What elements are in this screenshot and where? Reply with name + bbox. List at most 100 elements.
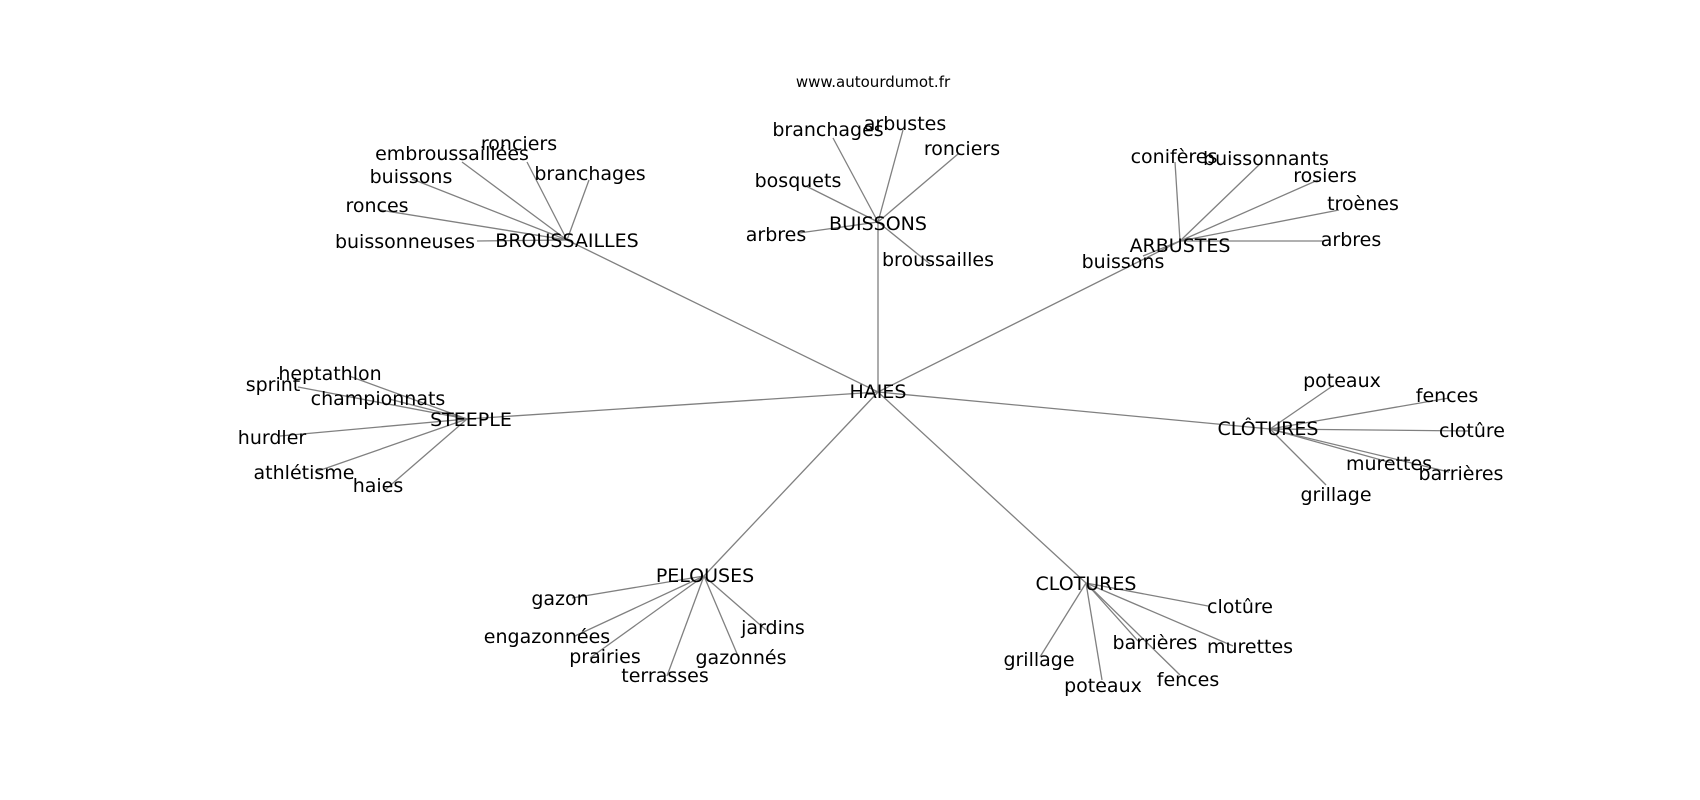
leaf-node-label[interactable]: engazonnées	[484, 626, 610, 648]
edges-layer	[279, 129, 1471, 681]
watermark-text: www.autourdumot.fr	[796, 73, 951, 91]
edge-clotures-accent-leaf	[1269, 428, 1393, 464]
edge-clotures-leaf	[1085, 582, 1234, 647]
hub-node-label-clotures-accent[interactable]: CLÔTURES	[1218, 416, 1319, 440]
edge-pelouses-leaf	[574, 575, 705, 637]
edge-pelouses-leaf	[703, 575, 767, 631]
leaf-node-label[interactable]: broussailles	[882, 249, 994, 271]
leaf-node-label[interactable]: conifères	[1131, 146, 1218, 168]
edge-buissons-leaf	[805, 185, 879, 223]
leaf-node-label[interactable]: ronciers	[481, 133, 557, 155]
leaf-node-label[interactable]: hurdler	[238, 427, 307, 449]
leaf-node-label[interactable]: clotûre	[1439, 420, 1505, 442]
leaf-node-label[interactable]: athlétisme	[254, 462, 355, 484]
edge-pelouses-leaf	[666, 575, 705, 677]
leaf-node-label[interactable]: barrières	[1419, 463, 1504, 485]
edge-broussailles-leaf	[379, 209, 568, 241]
edge-clotures-leaf	[1085, 582, 1209, 607]
edge-arbustes-leaf	[1142, 240, 1181, 257]
labels-layer: www.autourdumot.fr HAIES ronciersembrous…	[238, 73, 1505, 697]
leaf-node-label[interactable]: troènes	[1327, 193, 1399, 215]
edge-clotures-accent-leaf	[1269, 397, 1450, 430]
hub-node-label-arbustes[interactable]: ARBUSTES	[1130, 235, 1231, 257]
leaf-node-label[interactable]: ronces	[345, 195, 408, 217]
edge-clotures-accent-leaf	[1269, 428, 1471, 432]
edge-center-clotures	[877, 391, 1087, 584]
leaf-node-label[interactable]: heptathlon	[278, 363, 381, 385]
edge-pelouses-leaf	[703, 575, 739, 657]
leaf-node-label[interactable]: branchages	[772, 119, 883, 141]
edge-pelouses-leaf	[571, 575, 705, 599]
leaf-node-label[interactable]: poteaux	[1064, 675, 1142, 697]
edge-clotures-accent-leaf	[1269, 384, 1335, 430]
hub-node-label-buissons[interactable]: BUISSONS	[829, 213, 927, 235]
hub-node-label-clotures[interactable]: CLOTURES	[1036, 573, 1137, 595]
edge-clotures-leaf	[1085, 582, 1139, 642]
edge-steeple-leaf	[388, 398, 468, 420]
center-node-label[interactable]: HAIES	[850, 381, 907, 403]
leaf-node-label[interactable]: fences	[1157, 669, 1219, 691]
edge-arbustes-leaf	[1174, 161, 1181, 242]
leaf-node-label[interactable]: barrières	[1113, 632, 1198, 654]
edge-broussailles-leaf	[526, 161, 568, 241]
leaf-node-label[interactable]: fences	[1416, 385, 1478, 407]
edge-center-broussailles	[566, 239, 879, 393]
hub-node-label-steeple[interactable]: STEEPLE	[430, 409, 512, 431]
leaf-node-label[interactable]: jardins	[740, 617, 805, 639]
edge-steeple-leaf	[297, 386, 468, 420]
edge-center-clotures-accent	[877, 391, 1271, 430]
leaf-node-label[interactable]: sprint	[246, 374, 301, 396]
leaf-node-label[interactable]: arbres	[746, 224, 807, 246]
edge-pelouses-leaf	[589, 575, 705, 659]
edge-steeple-leaf	[348, 375, 468, 420]
leaf-node-label[interactable]: rosiers	[1293, 165, 1357, 187]
edge-clotures-leaf	[1039, 582, 1087, 658]
leaf-node-label[interactable]: buissonneuses	[335, 231, 475, 253]
leaf-node-label[interactable]: arbres	[1321, 229, 1382, 251]
edge-steeple-leaf	[384, 418, 468, 491]
leaf-node-label[interactable]: clotûre	[1207, 596, 1273, 618]
edge-arbustes-leaf	[1179, 209, 1340, 242]
leaf-node-label[interactable]: buissons	[370, 166, 453, 188]
leaf-node-label[interactable]: arbustes	[864, 113, 947, 135]
leaf-node-label[interactable]: murettes	[1207, 636, 1293, 658]
leaf-node-label[interactable]: branchages	[534, 163, 645, 185]
leaf-node-label[interactable]: prairies	[569, 646, 640, 668]
edge-steeple-leaf	[279, 418, 468, 437]
leaf-node-label[interactable]: terrasses	[621, 665, 708, 687]
leaf-node-label[interactable]: gazonnés	[696, 647, 787, 669]
leaf-node-label[interactable]: buissons	[1082, 251, 1165, 273]
leaf-node-label[interactable]: grillage	[1003, 649, 1074, 671]
leaf-node-label[interactable]: murettes	[1346, 453, 1432, 475]
leaf-node-label[interactable]: bosquets	[755, 170, 842, 192]
leaf-node-label[interactable]: grillage	[1300, 484, 1371, 506]
edge-clotures-accent-leaf	[1269, 428, 1327, 486]
edge-clotures-leaf	[1085, 582, 1181, 676]
edge-steeple-leaf	[314, 418, 468, 473]
edge-buissons-leaf	[877, 221, 931, 265]
leaf-node-label[interactable]: buissonnants	[1203, 148, 1329, 170]
edge-center-pelouses	[703, 391, 879, 577]
leaf-node-label[interactable]: embroussaillées	[375, 143, 529, 165]
edge-buissons-leaf	[798, 221, 879, 234]
leaf-node-label[interactable]: ronciers	[924, 138, 1000, 160]
edge-broussailles-leaf	[461, 161, 568, 241]
edge-buissons-leaf	[877, 129, 904, 223]
edge-arbustes-leaf	[1179, 179, 1319, 242]
edge-clotures-accent-leaf	[1269, 428, 1450, 473]
edge-broussailles-leaf	[411, 178, 568, 241]
leaf-node-label[interactable]: haies	[353, 475, 404, 497]
leaf-node-label[interactable]: gazon	[531, 588, 588, 610]
leaf-node-label[interactable]: poteaux	[1303, 370, 1381, 392]
leaf-node-label[interactable]: championnats	[311, 388, 446, 410]
hub-node-label-broussailles[interactable]: BROUSSAILLES	[495, 230, 638, 252]
edge-broussailles-leaf	[566, 179, 590, 241]
edge-clotures-leaf	[1085, 582, 1103, 681]
edge-buissons-leaf	[832, 137, 879, 223]
edge-buissons-leaf	[877, 153, 959, 223]
hub-node-label-pelouses[interactable]: PELOUSES	[656, 565, 754, 587]
edge-arbustes-leaf	[1179, 161, 1263, 242]
edge-center-arbustes	[877, 240, 1181, 393]
edge-center-steeple	[466, 391, 879, 420]
